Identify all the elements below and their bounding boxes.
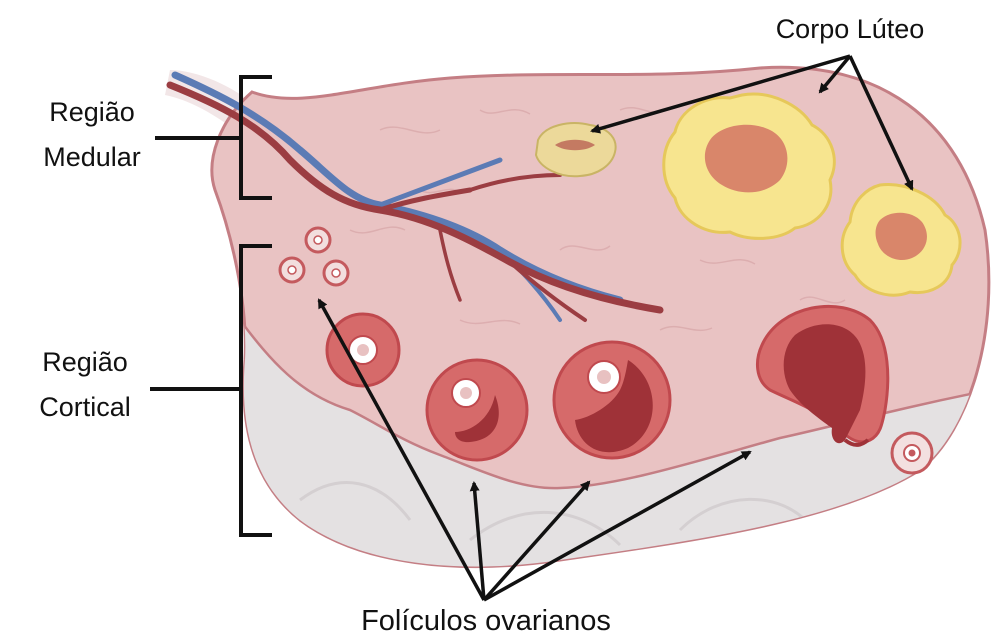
antral-follicle <box>554 342 670 458</box>
small-follicle <box>306 228 330 252</box>
label-corpo-luteo: Corpo Lúteo <box>776 14 925 44</box>
corpus-luteum-small <box>536 123 616 176</box>
label-regiao-cortical-2: Cortical <box>39 392 131 422</box>
primary-follicle <box>327 314 399 386</box>
label-regiao-medular-2: Medular <box>43 142 141 172</box>
label-regiao-medular-1: Região <box>49 97 135 127</box>
secondary-follicle <box>427 360 527 460</box>
released-oocyte <box>892 433 932 473</box>
small-follicle <box>324 261 348 285</box>
label-foliculos-ovarianos: Folículos ovarianos <box>361 605 611 637</box>
small-follicle <box>280 258 304 282</box>
label-regiao-cortical-1: Região <box>42 347 128 377</box>
